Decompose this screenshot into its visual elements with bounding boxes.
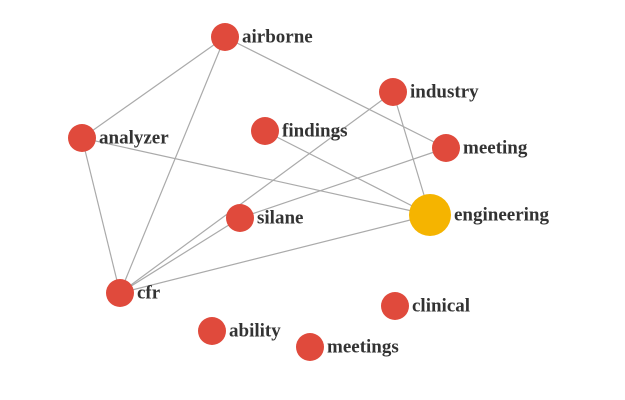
edge-industry-cfr [119, 91, 394, 294]
node-meeting[interactable] [432, 134, 460, 162]
node-silane[interactable] [226, 204, 254, 232]
edge-silane-cfr [119, 217, 241, 294]
edge-meeting-silane [239, 147, 447, 219]
nodes-layer [68, 23, 460, 361]
edge-cfr-engineering [119, 214, 431, 294]
edge-industry-engineering [392, 91, 431, 216]
node-industry[interactable] [379, 78, 407, 106]
edge-airborne-cfr [119, 36, 226, 294]
node-label-industry: industry [410, 81, 479, 102]
node-engineering[interactable] [409, 194, 451, 236]
node-label-meetings: meetings [327, 336, 399, 357]
edge-analyzer-cfr [81, 137, 121, 294]
edge-airborne-analyzer [81, 36, 226, 139]
node-label-airborne: airborne [242, 26, 313, 47]
labels-layer: airborne industry analyzer findings meeting e… [99, 26, 549, 357]
edge-airborne-meeting [224, 36, 447, 149]
edges-layer [81, 36, 447, 294]
node-label-clinical: clinical [412, 295, 470, 316]
node-label-engineering: engineering [454, 204, 549, 225]
node-label-ability: ability [229, 320, 281, 341]
node-cfr[interactable] [106, 279, 134, 307]
node-airborne[interactable] [211, 23, 239, 51]
node-meetings[interactable] [296, 333, 324, 361]
node-label-meeting: meeting [463, 137, 528, 158]
node-label-analyzer: analyzer [99, 127, 169, 148]
node-analyzer[interactable] [68, 124, 96, 152]
node-label-findings: findings [282, 120, 347, 141]
node-clinical[interactable] [381, 292, 409, 320]
node-findings[interactable] [251, 117, 279, 145]
edge-findings-engineering [264, 130, 431, 216]
node-ability[interactable] [198, 317, 226, 345]
node-label-cfr: cfr [137, 282, 161, 303]
edge-analyzer-engineering [81, 137, 431, 216]
node-label-silane: silane [257, 207, 303, 228]
